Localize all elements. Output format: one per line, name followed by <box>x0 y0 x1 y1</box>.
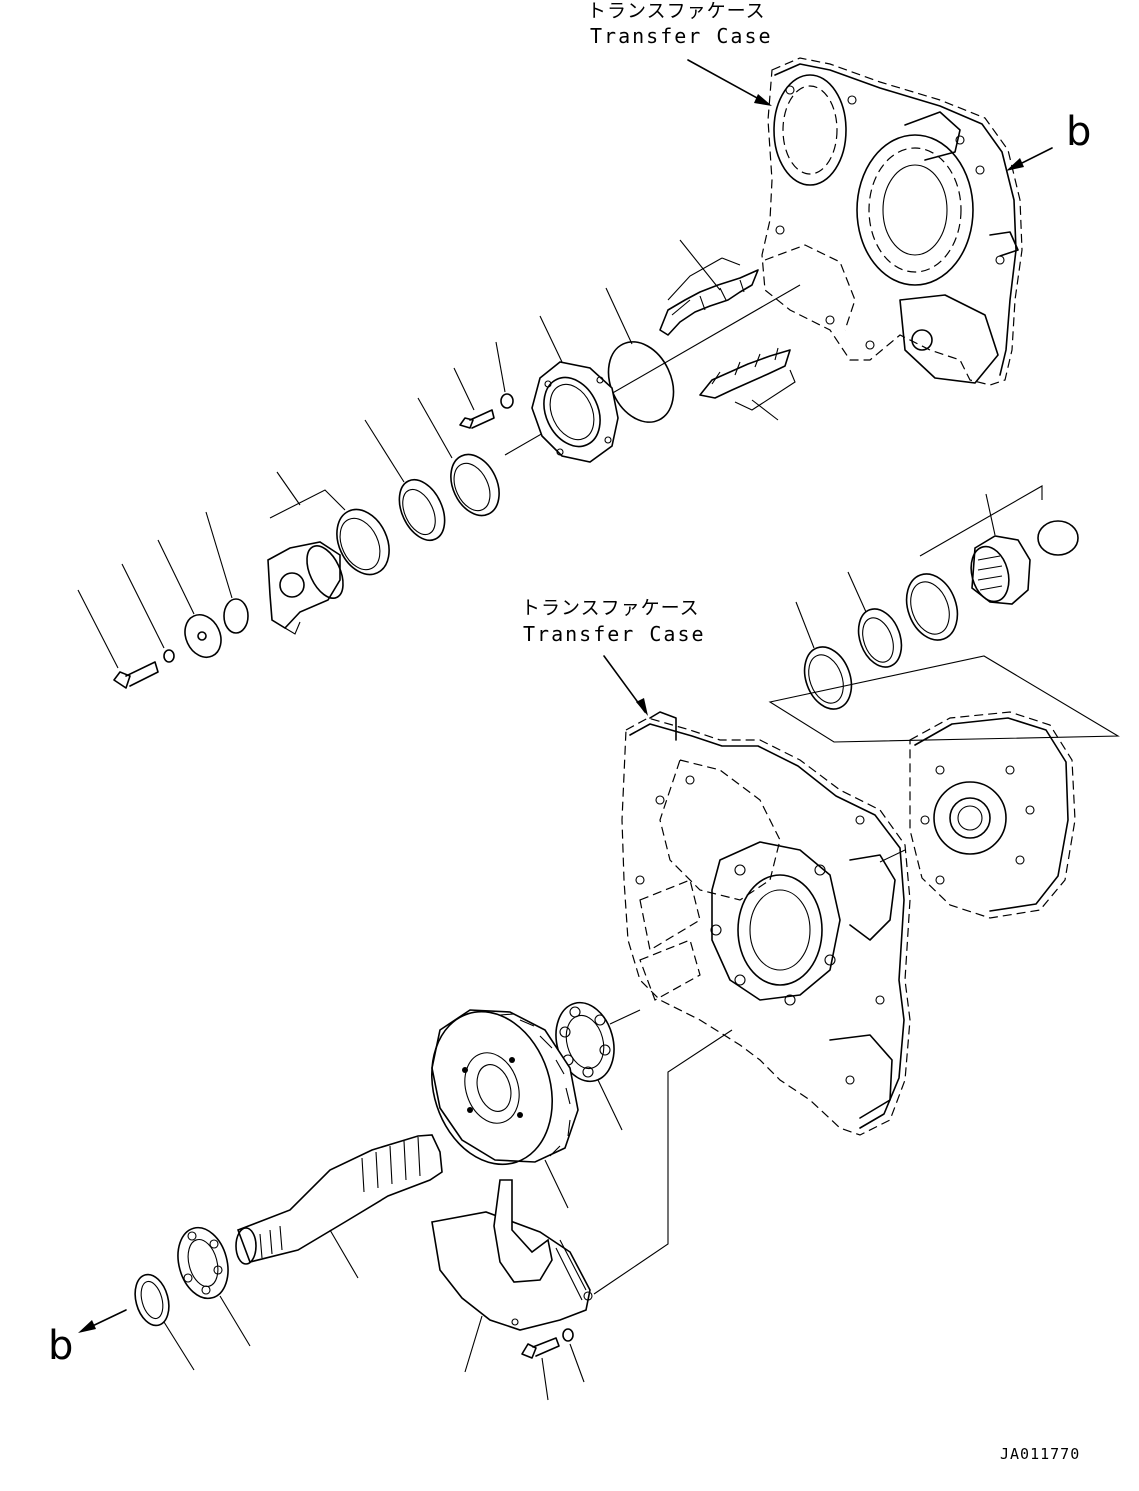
washer-small <box>495 341 514 409</box>
upper-transfer-case <box>761 57 1023 386</box>
gear <box>431 1009 579 1209</box>
bearing-housing-right <box>970 535 1031 605</box>
gear-cover-plate <box>431 1029 733 1373</box>
washer-cover <box>562 1328 585 1383</box>
bolt-cover <box>521 1337 560 1401</box>
lower-case-label-jp: トランスファケース <box>521 597 700 619</box>
ball-bearing-lower <box>555 1001 641 1131</box>
small-o-ring <box>205 511 249 634</box>
bearing-cap <box>1037 520 1079 556</box>
arrowhead <box>78 1320 96 1333</box>
right-bearing-group <box>768 485 1120 743</box>
bearing-cup-right <box>905 573 959 641</box>
splined-shaft <box>235 1134 443 1279</box>
snap-ring-left <box>134 1273 195 1371</box>
upper-case-leader <box>687 59 769 105</box>
lower-transfer-case <box>621 711 911 1136</box>
b-marker-bottom: b <box>48 1323 74 1369</box>
lock-washer <box>121 563 175 663</box>
arrowhead <box>754 94 772 106</box>
cover-housing-right <box>879 711 1076 919</box>
bearing-cup-1 <box>417 397 500 517</box>
ball-bearing-left <box>177 1226 251 1347</box>
oil-seal <box>336 508 390 576</box>
arrowhead <box>1006 158 1024 171</box>
upper-case-label-en: Transfer Case <box>590 24 773 48</box>
bolt-upper <box>453 367 495 429</box>
bearing-cone-1 <box>364 419 446 542</box>
shims-upper <box>659 239 759 336</box>
bolt-lower-left <box>77 589 159 689</box>
bearing-cage <box>531 315 619 463</box>
b-marker-top: b <box>1066 109 1092 155</box>
lower-case-label-en: Transfer Case <box>523 622 706 646</box>
drawing-code: JA011770 <box>1000 1445 1081 1463</box>
arrowhead <box>636 698 648 716</box>
shims-lower <box>699 347 796 421</box>
bearing-race-right <box>795 601 853 710</box>
bearing-cone-right <box>847 571 903 668</box>
coupling-yoke <box>267 471 346 635</box>
upper-case-label-jp: トランスファケース <box>587 0 766 22</box>
flat-washer <box>157 539 222 658</box>
